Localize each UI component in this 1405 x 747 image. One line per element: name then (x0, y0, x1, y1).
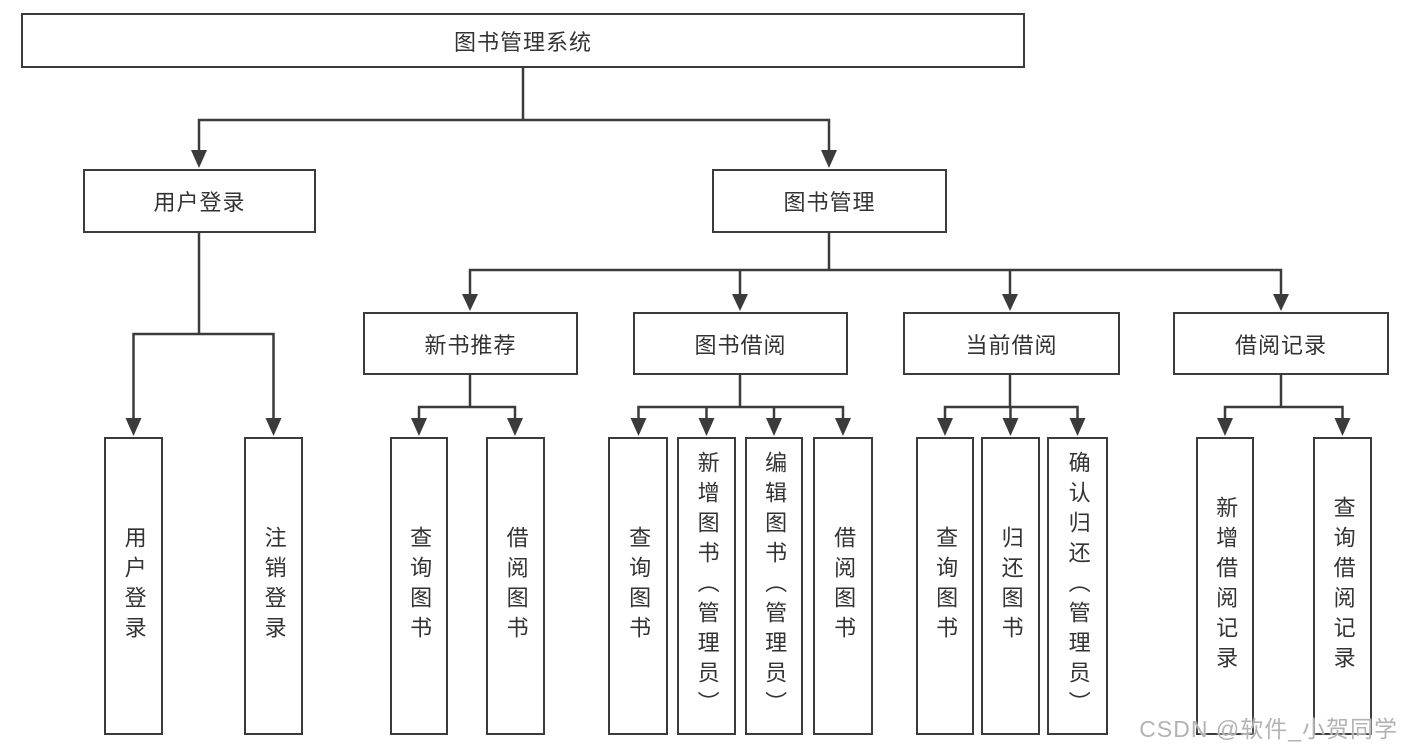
node-label: 当前借阅 (965, 332, 1058, 358)
connector-user-bus (132, 332, 275, 421)
arrowhead-down (766, 418, 782, 436)
arrowhead-down (125, 418, 142, 436)
connector-level2-bus (197, 118, 831, 152)
connector-recommend-bus (417, 374, 517, 421)
leaf-label: 用户登录 (121, 526, 147, 646)
arrowhead-down (835, 418, 851, 436)
node-label: 新书推荐 (424, 332, 517, 358)
node-label: 图书管理 (783, 190, 876, 215)
connector-current-bus (943, 374, 1079, 421)
node-label: 图书管理系统 (453, 29, 592, 55)
arrowhead-down (698, 418, 715, 436)
leaf-label: 借阅图书 (503, 526, 529, 646)
leaf-query-borrow-record: 查询借阅记录 (1313, 437, 1372, 735)
arrowhead-down (1069, 418, 1086, 436)
arrowhead-down (411, 418, 427, 436)
leaf-logout: 注销登录 (244, 437, 303, 735)
leaf-add-borrow-record: 新增借阅记录 (1196, 437, 1254, 735)
connector-records-bus (1223, 374, 1344, 421)
leaf-label: 借阅图书 (831, 526, 857, 646)
leaf-label: 查询借阅记录 (1330, 496, 1356, 676)
node-user-login-module: 用户登录 (83, 169, 316, 233)
arrowhead-down (1002, 418, 1019, 436)
arrowhead-down (630, 418, 647, 436)
arrowhead-down (1217, 418, 1233, 436)
connector-level3-bus (468, 268, 1283, 297)
arrowhead-down (507, 418, 523, 436)
node-library-management-system: 图书管理系统 (21, 13, 1025, 68)
leaf-label: 查询图书 (933, 526, 959, 646)
arrowheads (125, 150, 1351, 436)
leaf-query-books: 查询图书 (916, 437, 974, 735)
node-label: 借阅记录 (1234, 332, 1327, 358)
leaf-add-books-admin: 新增图书（管理员） (677, 437, 736, 735)
leaf-borrow-books: 借阅图书 (486, 437, 545, 735)
leaf-label: 新增借阅记录 (1213, 496, 1239, 676)
arrowhead-down (1273, 294, 1289, 311)
csdn-watermark: CSDN @软件_小贺同学 (1139, 716, 1398, 742)
leaf-label: 查询图书 (626, 526, 652, 646)
node-book-borrowing: 图书借阅 (633, 312, 848, 375)
node-label: 图书借阅 (694, 332, 787, 358)
leaf-label: 新增图书（管理员） (694, 451, 720, 721)
arrowhead-down (191, 150, 207, 168)
leaf-query-books: 查询图书 (608, 437, 668, 735)
node-book-management-module: 图书管理 (712, 169, 947, 233)
arrowhead-down (265, 418, 282, 436)
arrowhead-down (937, 418, 953, 436)
leaf-label: 确认归还（管理员） (1065, 451, 1091, 721)
leaf-return-books: 归还图书 (981, 437, 1040, 735)
leaf-query-books: 查询图书 (390, 437, 448, 735)
node-label: 用户登录 (153, 190, 246, 215)
leaf-borrow-books: 借阅图书 (813, 437, 873, 735)
arrowhead-down (732, 294, 748, 311)
arrowhead-down (1002, 294, 1018, 311)
leaf-label: 归还图书 (998, 526, 1024, 646)
arrowhead-down (1334, 418, 1351, 436)
node-new-book-recommend: 新书推荐 (363, 312, 578, 375)
node-current-borrowing: 当前借阅 (903, 312, 1120, 375)
leaf-confirm-return-admin: 确认归还（管理员） (1047, 437, 1108, 735)
leaf-user-login: 用户登录 (104, 437, 163, 735)
leaf-label: 编辑图书（管理员） (762, 451, 788, 721)
leaf-label: 注销登录 (261, 526, 287, 646)
node-borrowing-records: 借阅记录 (1173, 312, 1389, 375)
leaf-label: 查询图书 (407, 526, 433, 646)
leaf-edit-books-admin: 编辑图书（管理员） (745, 437, 803, 735)
arrowhead-down (821, 150, 837, 168)
connector-borrow-bus (637, 374, 845, 421)
arrowhead-down (462, 294, 478, 311)
